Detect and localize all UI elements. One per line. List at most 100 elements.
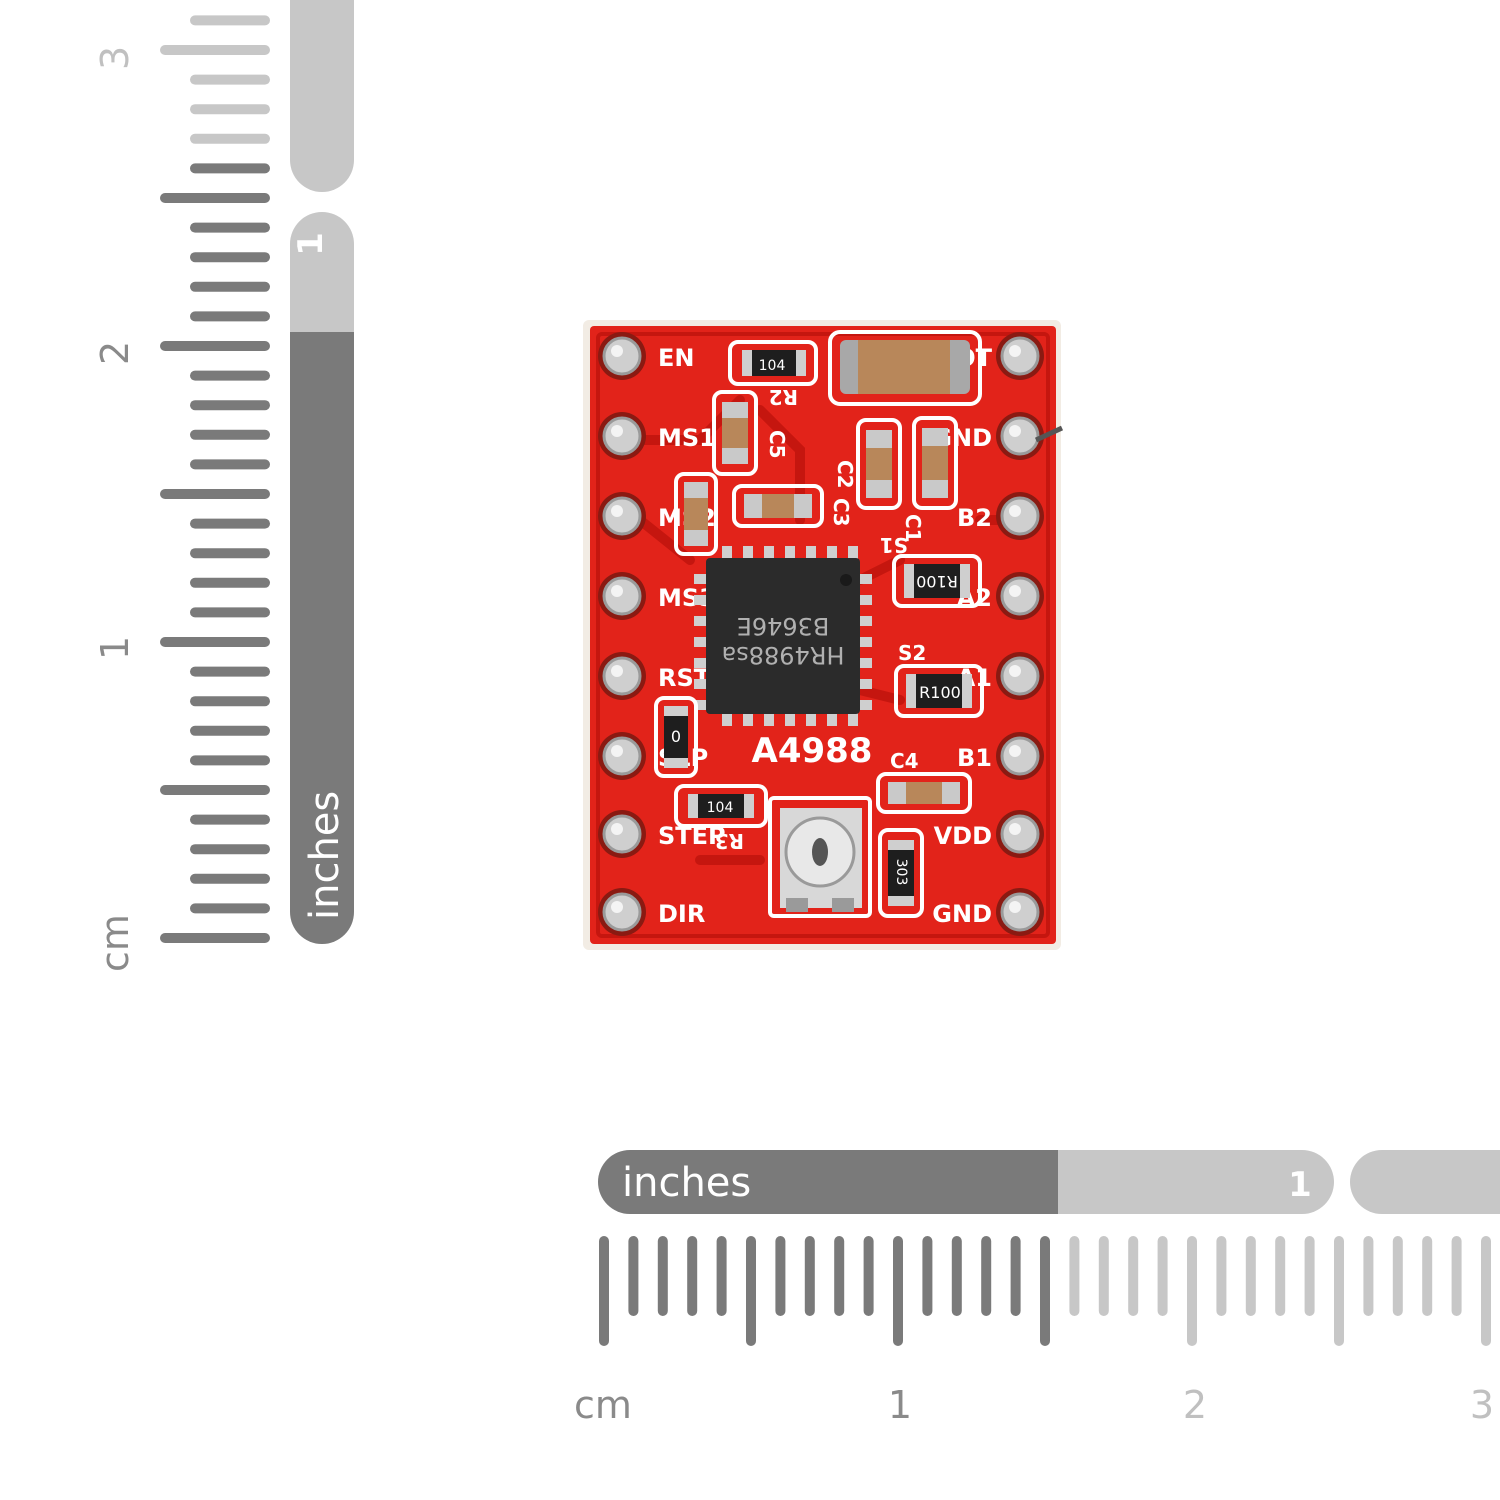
- chip-leg: [858, 574, 872, 584]
- vertical-inch-bar-dark: [290, 332, 354, 944]
- vertical-ruler-tick: [190, 74, 270, 85]
- chip-leg: [806, 546, 816, 560]
- horizontal-ruler-tick: [834, 1236, 845, 1316]
- chip-leg: [694, 658, 708, 668]
- horizontal-ruler-tick: [1245, 1236, 1256, 1316]
- right-pin-label: B2: [957, 504, 992, 532]
- vertical-ruler-tick: [190, 666, 270, 677]
- resistor-r3-value: 104: [707, 800, 734, 816]
- vertical-ruler-ticks: [160, 15, 270, 943]
- horizontal-ruler-tick: [1128, 1236, 1139, 1316]
- capacitor-c4: [876, 772, 972, 814]
- right-pin-highlight: [1009, 745, 1021, 757]
- right-pin-highlight: [1009, 665, 1021, 677]
- horizontal-ruler-tick: [981, 1236, 992, 1316]
- chip-leg: [785, 546, 795, 560]
- chip-pin1-dot: [840, 574, 852, 586]
- board-inner-outline: [596, 332, 1050, 938]
- vertical-ruler-tick: [190, 696, 270, 707]
- vertical-inch-bar-light-2: [290, 212, 354, 362]
- vertical-ruler-tick: [190, 548, 270, 559]
- chip-legs: [694, 546, 872, 726]
- left-pin-highlight: [611, 345, 623, 357]
- vertical-ruler-tick: [160, 193, 270, 203]
- left-pin-label: EN: [658, 344, 694, 372]
- chip-leg: [764, 546, 774, 560]
- horizontal-ruler-tick: [716, 1236, 727, 1316]
- chip-leg: [694, 574, 708, 584]
- right-pin-solder: [1000, 416, 1040, 456]
- horizontal-ruler-tick: [1098, 1236, 1109, 1316]
- horizontal-ruler-tick: [775, 1236, 786, 1316]
- capacitor-c1: [912, 416, 958, 510]
- right-pin-highlight: [1009, 345, 1021, 357]
- resistor-303: 303: [878, 828, 924, 918]
- resistor-r2: 104: [728, 340, 818, 386]
- left-pin-solder: [602, 496, 642, 536]
- vertical-ruler-tick: [190, 429, 270, 440]
- horizontal-inch-bar-dark: [598, 1150, 1058, 1214]
- resistor-zero-value: 0: [671, 727, 681, 746]
- left-pin-label: DIR: [658, 900, 705, 928]
- capacitor-c3: [732, 484, 824, 528]
- right-pin-solder: [1000, 336, 1040, 376]
- horizontal-cm-label-3: 3: [1470, 1383, 1494, 1427]
- label-c1: C1: [901, 514, 925, 543]
- vertical-ruler-tick: [160, 341, 270, 351]
- horizontal-ruler-tick: [1363, 1236, 1374, 1316]
- left-pin-solder: [602, 736, 642, 776]
- left-pin-highlight: [611, 505, 623, 517]
- right-pin-solder: [1000, 656, 1040, 696]
- right-pin-label: VDD: [934, 822, 992, 850]
- vertical-ruler-tick: [160, 489, 270, 499]
- right-pin-highlight: [1009, 505, 1021, 517]
- chip-leg: [848, 546, 858, 560]
- left-pin-solder: [602, 416, 642, 456]
- vertical-inches-label: inches: [302, 791, 348, 920]
- chip-leg: [694, 616, 708, 626]
- capacitor-ms2-side: [674, 472, 718, 556]
- vertical-ruler-tick: [190, 370, 270, 381]
- vertical-ruler-tick: [190, 133, 270, 144]
- horizontal-ruler-tick: [746, 1236, 756, 1346]
- chip-leg: [848, 712, 858, 726]
- right-pin-highlight: [1009, 901, 1021, 913]
- vertical-ruler-tick: [190, 755, 270, 766]
- vertical-cm-label-3: 3: [93, 46, 137, 70]
- right-pin-highlight: [1009, 823, 1021, 835]
- vertical-ruler-tick: [190, 252, 270, 263]
- horizontal-ruler-tick: [1069, 1236, 1080, 1316]
- horizontal-cm-label-2: 2: [1183, 1383, 1207, 1427]
- chip-leg: [858, 637, 872, 647]
- left-pin-label: MS1: [658, 424, 716, 452]
- vertical-ruler-tick: [160, 933, 270, 943]
- chip-leg: [722, 712, 732, 726]
- resistor-zero: 0: [654, 696, 698, 778]
- left-pin-highlight: [611, 901, 623, 913]
- label-r2: R2: [769, 385, 798, 409]
- horizontal-inch-bar-light-2: [1350, 1150, 1500, 1214]
- right-pin-solder: [1000, 814, 1040, 854]
- chip-marking-2: B3646E: [737, 612, 830, 640]
- chip-leg: [858, 595, 872, 605]
- horizontal-ruler-tick: [1422, 1236, 1433, 1316]
- chip-leg: [827, 712, 837, 726]
- right-pin-label: GND: [932, 900, 992, 928]
- label-c3: C3: [829, 498, 853, 527]
- chip-leg: [858, 616, 872, 626]
- capacitor-c5: [712, 390, 758, 476]
- left-pin-solder: [602, 814, 642, 854]
- chip-leg: [694, 637, 708, 647]
- vertical-ruler-tick: [160, 785, 270, 795]
- vertical-ruler-tick: [190, 518, 270, 529]
- sense-resistor-2-value: R100: [919, 683, 961, 702]
- stray-wire: [1034, 425, 1064, 443]
- horizontal-cm-unit: cm: [574, 1383, 632, 1427]
- chip-leg: [858, 658, 872, 668]
- chip-leg: [806, 712, 816, 726]
- vertical-cm-label-2: 2: [93, 341, 137, 365]
- label-c4: C4: [890, 749, 919, 773]
- chip-marking-1: HR4988sa: [721, 641, 844, 669]
- sense-resistor-2: R100: [894, 664, 984, 718]
